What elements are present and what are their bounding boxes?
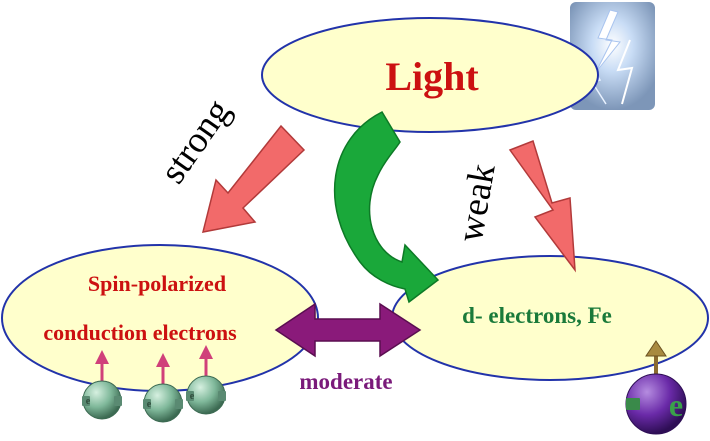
- strong-arrow: [201, 124, 306, 233]
- strong-label: strong: [152, 92, 239, 191]
- electron-symbol: e: [147, 399, 152, 410]
- spin-electron-icon: e: [143, 353, 183, 423]
- electron-symbol: e: [190, 391, 195, 402]
- weak-arrow: [508, 140, 576, 273]
- d-electrons-label: d- electrons, Fe: [462, 303, 612, 328]
- spin-polarized-node: Spin-polarized conduction electrons: [1, 244, 319, 392]
- minus-bar: [626, 398, 640, 410]
- moderate-label: moderate: [299, 369, 392, 394]
- light-label: Light: [385, 54, 479, 99]
- spin-electron-icon: e: [82, 350, 122, 420]
- spin-label-line2: conduction electrons: [43, 320, 237, 345]
- spin-electron-icon: e: [186, 345, 226, 415]
- moderate-double-arrow: [274, 302, 422, 358]
- spin-label-line1: Spin-polarized: [88, 271, 226, 296]
- electron-symbol: e: [669, 387, 683, 423]
- green-curved-arrow: [333, 111, 440, 304]
- weak-label: weak: [450, 161, 504, 245]
- light-node: Light: [261, 17, 599, 133]
- d-electrons-node: d- electrons, Fe: [391, 255, 709, 381]
- electron-symbol: e: [86, 396, 91, 407]
- fe-electron-icon: e: [625, 340, 687, 435]
